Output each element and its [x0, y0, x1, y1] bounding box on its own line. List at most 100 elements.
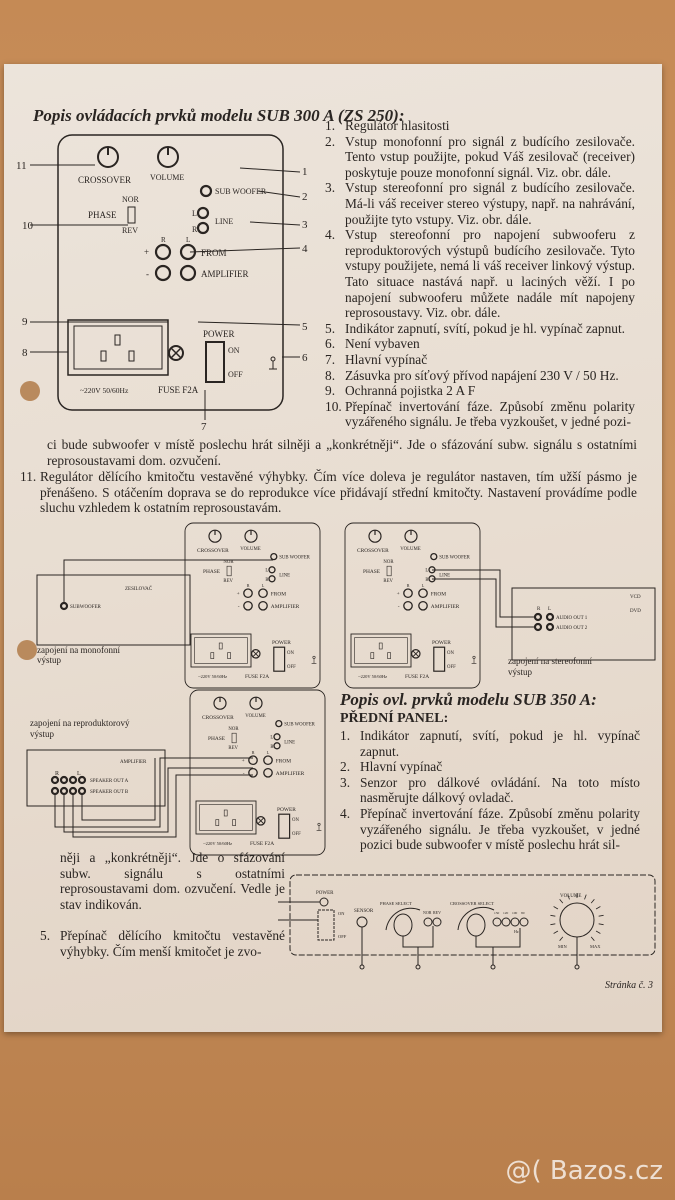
page-number: Stránka č. 3: [605, 980, 654, 991]
freq-label: 120: [503, 911, 509, 915]
item-text: Přepínač dělícího kmitočtu vestavěné výh…: [60, 928, 285, 959]
front-panel-outline: [289, 874, 656, 956]
on-label: ON: [447, 651, 454, 656]
panel-outline: [57, 134, 284, 411]
callout-marker: [574, 964, 580, 970]
dial-arc: [457, 906, 495, 931]
led-icon: [472, 655, 476, 659]
section-title-sub350: Popis ovl. prvků modelu SUB 350 A:: [340, 690, 597, 709]
callout-line: [189, 247, 301, 253]
callout-number: 1: [302, 166, 308, 178]
r-label: R: [55, 771, 59, 777]
l-label: L: [425, 569, 428, 574]
amplifier-label: AMPLIFIER: [201, 269, 249, 279]
callout-number: 7: [201, 421, 207, 433]
jack-icon: [403, 588, 413, 599]
callout-marker: [359, 964, 365, 970]
caption-stereo-2: výstup: [508, 667, 533, 677]
volume-tick: [590, 899, 595, 904]
plus-label: +: [144, 247, 149, 257]
item-text: Zásuvka pro síťový přívod napájení 230 V…: [345, 367, 619, 383]
volume-tick: [553, 906, 559, 910]
cable: [432, 578, 535, 628]
jack-icon: [68, 775, 78, 785]
hz-label: Hz: [514, 929, 519, 934]
fuse-icon: [168, 345, 184, 361]
item-number: 3.: [325, 180, 336, 196]
minus-label: -: [243, 771, 245, 777]
caption-mono: zapojení na monofonní: [37, 645, 120, 655]
list-item: 1.Indikátor zapnutí, svítí, pokud je hl.…: [340, 728, 640, 759]
jack-icon: [243, 588, 253, 599]
power-label: POWER: [432, 640, 451, 646]
jack-icon: [77, 786, 87, 796]
cable: [81, 758, 156, 821]
l-label: L: [77, 771, 81, 777]
socket-pin: [210, 652, 215, 659]
r-label: R: [407, 583, 410, 588]
on-label: ON: [338, 911, 345, 916]
socket-pin: [370, 652, 375, 659]
jack-icon: [268, 575, 276, 583]
item-text: Regulátor hlasitosti: [345, 118, 450, 133]
socket-pin: [378, 642, 383, 650]
cable: [63, 559, 273, 603]
fuse-label: FUSE F2A: [158, 385, 199, 395]
from-label: FROM: [431, 592, 446, 598]
socket-pin: [387, 652, 391, 659]
l-label: L: [262, 583, 265, 588]
r-label: R: [192, 225, 198, 234]
item-number: 3.: [340, 774, 351, 790]
item-number: 5.: [325, 320, 336, 336]
device-label: ZESILOVAČ: [125, 586, 153, 592]
crossover-label: CROSSOVER: [202, 715, 234, 721]
list-item: 1. Regulátor hlasitosti: [325, 118, 635, 134]
socket-pin: [114, 334, 121, 346]
jack-icon: [59, 786, 69, 796]
socket-pin: [100, 350, 107, 362]
volume-tick: [559, 936, 564, 941]
punch-hole: [17, 640, 37, 660]
rev-label: REV: [228, 746, 238, 751]
sub300-item11: 11.Regulátor dělícího kmitočtu vestavěné…: [20, 469, 637, 516]
item-number: 11.: [20, 469, 37, 484]
off-label: OFF: [338, 934, 347, 939]
sub350-item4-continued: něji a „konkrétněji“. Jde o sfázování su…: [60, 850, 285, 912]
callout-line: [402, 926, 434, 965]
device-label: AMPLIFIER: [120, 760, 147, 765]
plus-label: +: [242, 758, 245, 764]
sub-woofer-label: SUB WOOFER: [215, 187, 267, 196]
volume-tick: [595, 930, 601, 934]
jack-icon: [533, 612, 543, 622]
volume-label: VOLUME: [245, 714, 266, 719]
crossover-select-label: CROSSOVER SELECT: [450, 901, 494, 906]
speaker-out-b-label: SPEAKER OUT B: [90, 790, 129, 795]
callout-number: 3: [302, 219, 308, 231]
jack-icon: [545, 622, 555, 632]
phase-knob: [393, 913, 413, 937]
fuse-label: FUSE F2A: [250, 841, 274, 847]
list-item: 7.Hlavní vypínač: [325, 352, 635, 368]
volume-tick: [598, 914, 604, 917]
sub-woofer-label: SUB WOOFER: [284, 722, 315, 727]
antenna-icon: [471, 658, 477, 664]
callout-number: 2: [302, 191, 308, 203]
callout-line: [239, 167, 301, 173]
on-label: ON: [228, 346, 240, 355]
jack-icon: [59, 601, 69, 611]
nor-label: NOR: [228, 727, 239, 732]
dial-arc: [385, 907, 421, 931]
crossover-knob: [466, 913, 486, 937]
mains-label: ~220V 50/60Hz: [80, 386, 129, 395]
list-item: 8.Zásuvka pro síťový přívod napájení 230…: [325, 368, 635, 384]
item-text: Hlavní vypínač: [345, 351, 428, 367]
volume-tick: [567, 894, 570, 900]
item-text: Vstup stereofonní pro napojení subwoofer…: [345, 227, 635, 321]
off-label: OFF: [287, 665, 296, 670]
item-text: Vstup stereofonní pro signál z budícího …: [345, 180, 635, 227]
freq-label: 100: [512, 911, 518, 915]
led-icon: [312, 655, 316, 659]
item-number: 1.: [325, 118, 336, 133]
